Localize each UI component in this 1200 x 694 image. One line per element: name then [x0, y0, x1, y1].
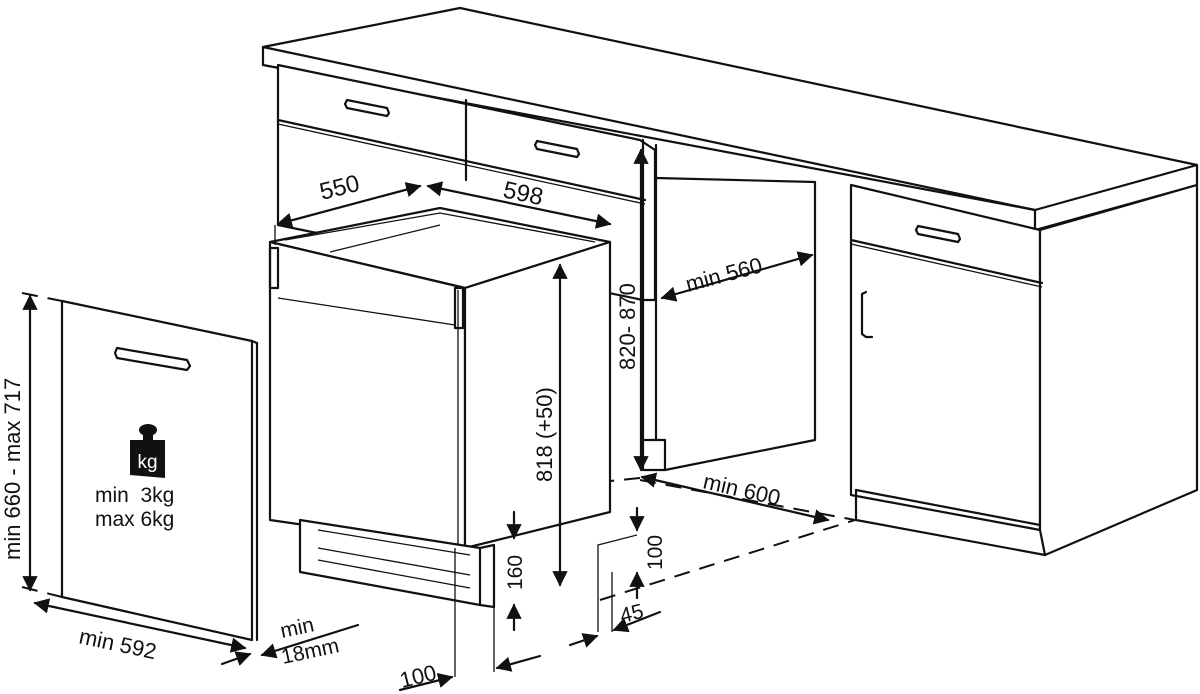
drawer-handle-icon	[343, 98, 391, 118]
panel-weight-max: max 6kg	[95, 508, 174, 531]
panel-thickness-dimension: min 18mm	[220, 613, 360, 669]
kg-weight-icon: kg	[130, 424, 165, 478]
width-dimension: 598	[426, 176, 612, 229]
panel-height-dimension: min 660 - max 717	[0, 292, 63, 598]
svg-text:kg: kg	[137, 452, 157, 473]
svg-text:min 660 - max 717: min 660 - max 717	[0, 378, 25, 560]
niche-depth-dimension: min 600	[640, 469, 830, 525]
svg-text:min 592: min 592	[77, 623, 159, 664]
svg-text:160: 160	[504, 555, 527, 590]
plinth-offset-dimensions: 100 45	[493, 506, 667, 672]
svg-text:min 600: min 600	[701, 469, 783, 511]
plinth-height-dimension: 160	[504, 510, 527, 632]
panel-handle-icon	[113, 346, 192, 372]
svg-text:818 (+50): 818 (+50)	[532, 387, 557, 482]
niche-height-dimension: 820- 870	[615, 148, 649, 472]
svg-text:100: 100	[644, 535, 667, 570]
right-cabinet	[849, 183, 1199, 557]
panel-weight-min: min 3kg	[95, 484, 174, 507]
appliance-height-dimension: 818 (+50)	[532, 263, 568, 587]
drawer-handle-icon	[914, 224, 962, 244]
door-panel: kg	[60, 299, 259, 642]
drawer-handle-icon	[533, 139, 581, 159]
svg-text:100: 100	[397, 660, 439, 693]
svg-text:min 560: min 560	[683, 252, 765, 296]
niche-width-dimension: min 560	[660, 251, 814, 302]
svg-text:820- 870: 820- 870	[615, 283, 640, 370]
door-handle-icon	[860, 290, 874, 339]
svg-text:min: min	[278, 613, 316, 643]
